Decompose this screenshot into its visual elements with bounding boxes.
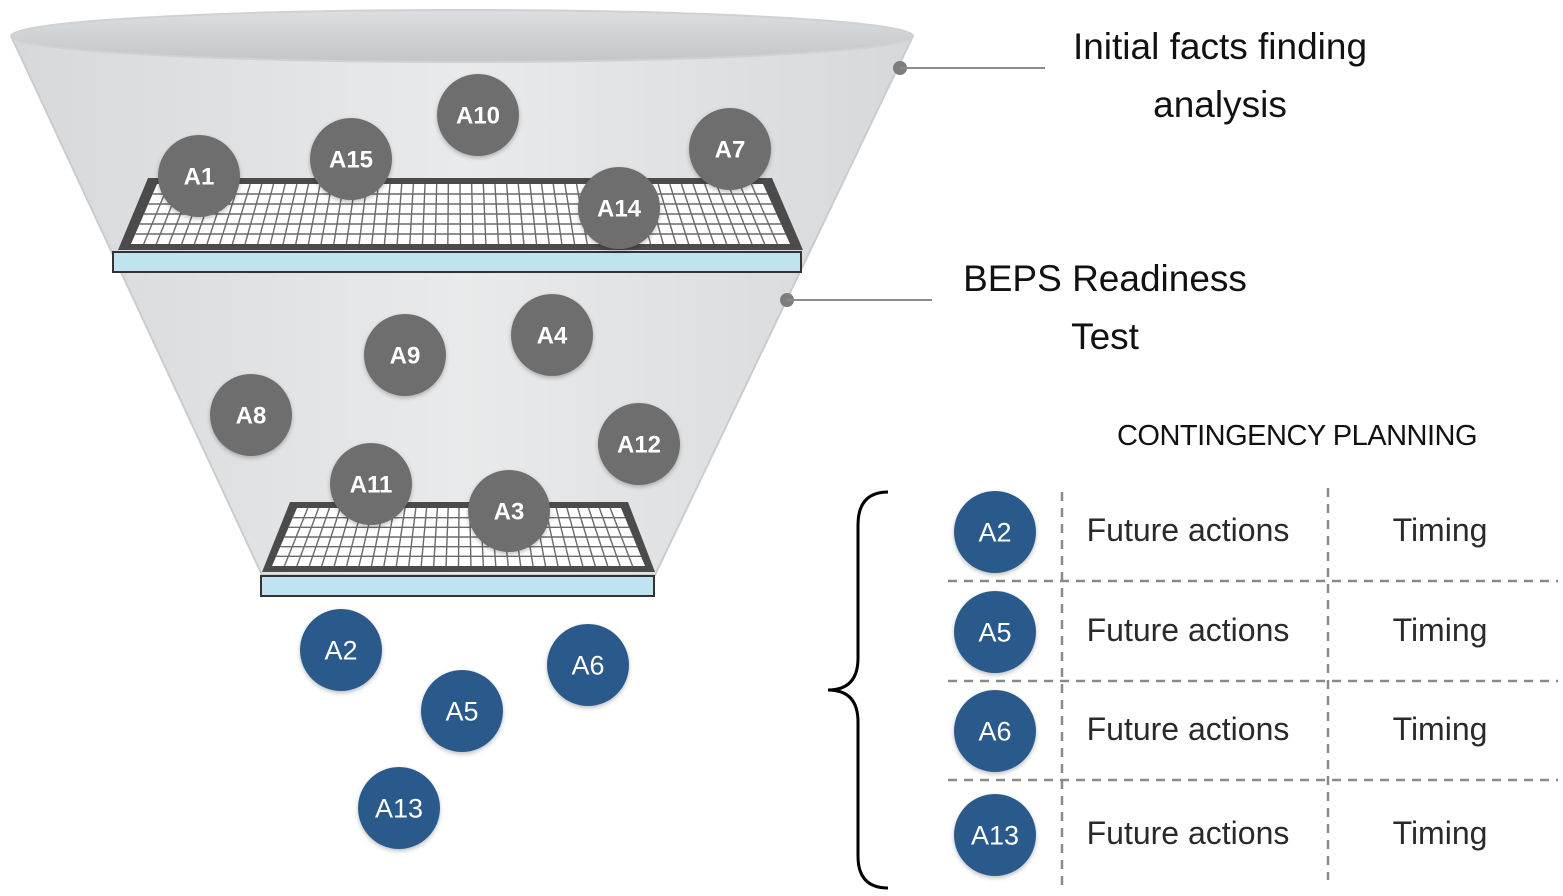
output-item-a2-disc bbox=[300, 609, 382, 691]
output-item-a2: A2 bbox=[300, 609, 382, 691]
stage1-label: Initial facts finding analysis bbox=[1050, 18, 1390, 134]
contingency-timing-a5: Timing bbox=[1392, 612, 1488, 648]
funnel-item-a11-label: A11 bbox=[350, 471, 393, 498]
funnel-item-a7-label: A7 bbox=[715, 136, 746, 163]
funnel-item-a14-disc bbox=[578, 167, 660, 249]
output-item-a13-disc bbox=[358, 767, 440, 849]
contingency-item-a13-label: A13 bbox=[971, 820, 1019, 850]
funnel-item-a8: A8 bbox=[210, 374, 292, 456]
stage2-label-line2: Test bbox=[1071, 316, 1139, 357]
contingency-item-a2-label: A2 bbox=[978, 517, 1011, 547]
contingency-action-a2: Future actions bbox=[1086, 512, 1290, 548]
funnel-item-a3-label: A3 bbox=[494, 498, 525, 525]
funnel-item-a9-label: A9 bbox=[390, 342, 421, 369]
contingency-action-a5: Future actions bbox=[1086, 612, 1290, 648]
funnel-item-a10-label: A10 bbox=[456, 102, 500, 129]
contingency-brace bbox=[827, 490, 889, 890]
funnel-item-a8-label: A8 bbox=[236, 402, 267, 429]
funnel-item-a14-label: A14 bbox=[597, 195, 642, 222]
funnel-item-a11-disc bbox=[330, 443, 412, 525]
output-item-a2-label: A2 bbox=[324, 635, 357, 665]
funnel-top-rim bbox=[10, 9, 914, 63]
upper-tray-base bbox=[112, 251, 802, 273]
contingency-timing-a6: Timing bbox=[1392, 711, 1488, 747]
funnel-item-a7: A7 bbox=[689, 108, 771, 190]
output-item-a6-label: A6 bbox=[571, 650, 604, 680]
contingency-item-a5-label: A5 bbox=[978, 617, 1011, 647]
lower-tray-base bbox=[260, 575, 655, 597]
stage2-label-line1: BEPS Readiness bbox=[963, 258, 1247, 299]
funnel-item-a4-label: A4 bbox=[537, 322, 568, 349]
output-item-a6-disc bbox=[547, 624, 629, 706]
funnel-item-a1-label: A1 bbox=[184, 163, 215, 190]
contingency-item-a5: A5 bbox=[954, 591, 1036, 673]
funnel-item-a15-label: A15 bbox=[329, 146, 373, 173]
funnel-item-a3-disc bbox=[468, 470, 550, 552]
contingency-timing-a13: Timing bbox=[1392, 815, 1488, 851]
funnel-item-a8-disc bbox=[210, 374, 292, 456]
callout-stage1 bbox=[893, 61, 1045, 75]
lower-sieve bbox=[260, 502, 655, 597]
contingency-item-a6-disc bbox=[954, 690, 1036, 772]
funnel-item-a4-disc bbox=[511, 294, 593, 376]
output-item-a6: A6 bbox=[547, 624, 629, 706]
contingency-item-a13-disc bbox=[954, 794, 1036, 876]
contingency-action-a13: Future actions bbox=[1086, 815, 1290, 851]
funnel-item-a9: A9 bbox=[364, 314, 446, 396]
output-item-a13: A13 bbox=[358, 767, 440, 849]
contingency-item-a6: A6 bbox=[954, 690, 1036, 772]
funnel-item-a3: A3 bbox=[468, 470, 550, 552]
funnel-item-a12: A12 bbox=[598, 403, 680, 485]
funnel-item-a9-disc bbox=[364, 314, 446, 396]
output-item-a13-label: A13 bbox=[375, 793, 423, 823]
callout-stage2 bbox=[780, 293, 932, 307]
contingency-title: CONTINGENCY PLANNING bbox=[1116, 420, 1478, 452]
funnel-item-a12-disc bbox=[598, 403, 680, 485]
funnel-item-a1-disc bbox=[158, 135, 240, 217]
funnel-item-a1: A1 bbox=[158, 135, 240, 217]
contingency-table-lines bbox=[948, 488, 1558, 888]
funnel-item-a12-label: A12 bbox=[617, 431, 661, 458]
stage2-label: BEPS Readiness Test bbox=[950, 250, 1260, 366]
funnel-item-a10-disc bbox=[437, 74, 519, 156]
contingency-item-a6-label: A6 bbox=[978, 716, 1011, 746]
funnel-item-a10: A10 bbox=[437, 74, 519, 156]
contingency-item-a5-disc bbox=[954, 591, 1036, 673]
contingency-item-a13: A13 bbox=[954, 794, 1036, 876]
contingency-timing-a2: Timing bbox=[1392, 512, 1488, 548]
output-item-a5: A5 bbox=[421, 670, 503, 752]
funnel-item-a7-disc bbox=[689, 108, 771, 190]
funnel-item-a15-disc bbox=[310, 118, 392, 200]
stage1-label-line1: Initial facts finding bbox=[1072, 26, 1368, 67]
output-item-a5-disc bbox=[421, 670, 503, 752]
output-item-a5-label: A5 bbox=[445, 696, 478, 726]
funnel-item-a11: A11 bbox=[330, 443, 412, 525]
funnel-item-a14: A14 bbox=[578, 167, 660, 249]
contingency-item-a2: A2 bbox=[954, 491, 1036, 573]
funnel-item-a15: A15 bbox=[310, 118, 392, 200]
stage1-label-line2: analysis bbox=[1153, 84, 1287, 125]
funnel-item-a4: A4 bbox=[511, 294, 593, 376]
contingency-item-a2-disc bbox=[954, 491, 1036, 573]
contingency-action-a6: Future actions bbox=[1086, 711, 1290, 747]
